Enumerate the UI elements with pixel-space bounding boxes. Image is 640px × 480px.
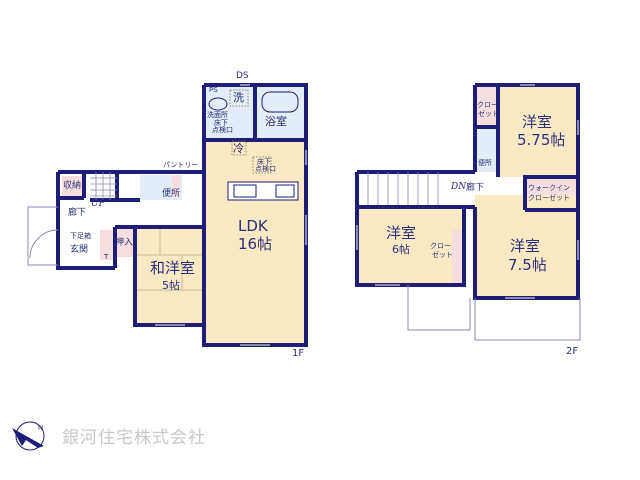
ps-label: PS [209, 86, 218, 94]
closet2-label-b: ゼット [432, 251, 453, 259]
shoebox-fill [100, 230, 113, 260]
floor-2-label: 2F [566, 346, 579, 357]
floor-1-plan [27, 83, 308, 347]
toilet2-label: 便所 [478, 159, 492, 167]
fridge-label: 冷 [233, 142, 244, 155]
bath-label: 浴室 [265, 115, 287, 128]
t-label: T [104, 253, 109, 261]
closet-label-a: クロー [477, 101, 498, 109]
washitsu-size: 5帖 [162, 279, 180, 292]
hatch-label-b: 点検口 [212, 126, 233, 134]
hatch2-label-b: 点検口 [255, 165, 276, 173]
wic-label-a: ウォークイン [528, 184, 570, 192]
ldk-fill [204, 140, 306, 345]
floor-2-plan [355, 83, 581, 341]
wic-label-b: クローゼット [528, 194, 570, 202]
dn-label: DN [451, 182, 467, 192]
room1-name: 洋室 [522, 113, 553, 131]
room2-size: 6帖 [392, 243, 410, 256]
room1-size: 5.75帖 [517, 131, 566, 149]
ldk-size: 16帖 [238, 235, 273, 253]
hall-label: 廊下 [68, 208, 87, 218]
closet-fill [113, 227, 135, 257]
pantry-label: パントリー [163, 161, 199, 169]
washroom-label: 洗面所 [207, 111, 228, 119]
entrance-label: 玄関 [70, 245, 89, 255]
toilet-label: 便所 [162, 189, 181, 199]
hatch-label-a: 床下 [214, 119, 228, 127]
wash-label: 洗 [233, 91, 244, 104]
closet-label-b: ゼット [478, 110, 499, 118]
closet-label: 押入 [115, 238, 134, 248]
logo-n-letter: N [38, 424, 44, 432]
room2-name: 洋室 [386, 224, 417, 242]
storage-fill [62, 176, 84, 196]
company-name: 銀河住宅株式会社 [62, 428, 206, 448]
company-logo [12, 421, 45, 451]
hatch2-label-a: 床下 [257, 158, 271, 166]
washitsu-name: 和洋室 [150, 259, 196, 277]
ds-label: DS [236, 71, 249, 81]
hall2-label: 廊下 [466, 183, 485, 193]
ldk-name: LDK [238, 217, 268, 235]
washitsu-fill [135, 225, 205, 325]
closet2-label-a: クロー [430, 242, 451, 250]
room3-size: 7.5帖 [508, 256, 547, 274]
shoebox-label: 下足箱 [70, 232, 91, 240]
storage-label: 収納 [63, 181, 82, 191]
room3-name: 洋室 [510, 237, 541, 255]
up-label: UP [91, 199, 105, 209]
floor-1-label: 1F [292, 348, 305, 359]
